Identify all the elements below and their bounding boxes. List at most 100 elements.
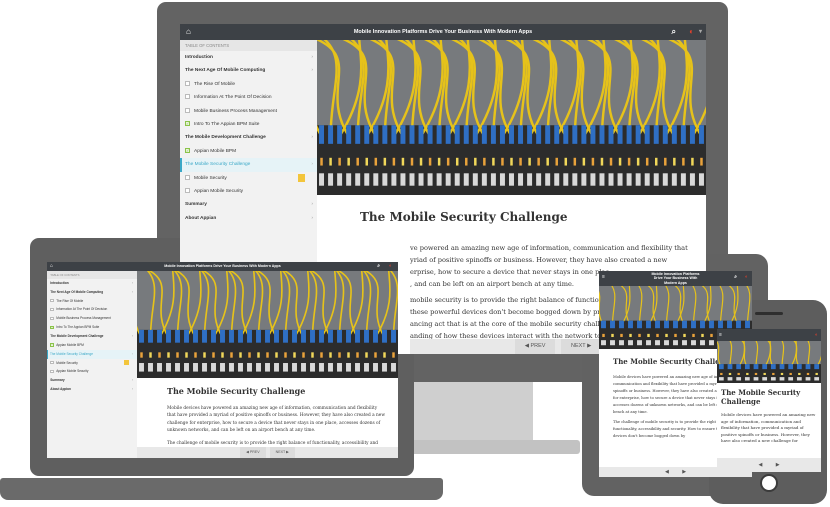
toc-item[interactable]: Appian Mobile Security (180, 185, 317, 198)
pager-bar: ◀ ▶ (717, 458, 821, 472)
pager-bar: ◀ ▶ (599, 467, 752, 477)
toc-item-label: The Rise Of Mobile (56, 298, 84, 303)
app-title: Mobile Innovation Platforms Drive Your B… (353, 29, 533, 35)
status-badge-icon[interactable]: ◐ (744, 274, 748, 280)
toc-item[interactable]: The Rise Of Mobile (180, 78, 317, 91)
bookmark-flag-icon[interactable] (124, 359, 130, 366)
toc-item[interactable]: Mobile Business Process Management (180, 105, 317, 118)
app-title-line-1: Mobile Innovation Platforms (651, 272, 700, 276)
article-paragraph-1: ve powered an amazing new age of informa… (410, 244, 688, 288)
checkbox-icon (185, 81, 190, 87)
toc-item-label: About Appian (185, 215, 217, 221)
bookmark-flag-icon[interactable] (298, 173, 305, 182)
prev-button[interactable]: ◀ (758, 462, 763, 468)
toc-item-label: Appian Mobile BPM (56, 342, 84, 347)
toc-item[interactable]: About Appian› (180, 212, 317, 225)
search-icon[interactable]: ⌕ (377, 263, 380, 269)
toc-item[interactable]: The Mobile Security Challenge › (180, 158, 317, 172)
toc-item-label: Appian Mobile Security (56, 369, 89, 374)
toc-item[interactable]: Mobile Business Process Management (47, 314, 137, 323)
next-button[interactable]: ▶ (775, 462, 780, 468)
tablet-screen: ≡ Mobile Innovation Platforms Drive Your… (599, 271, 752, 477)
prev-button[interactable]: ◀ (664, 469, 669, 475)
status-badge-icon[interactable]: ◐ (388, 263, 392, 269)
toc-item[interactable]: The Mobile Security Challenge› (47, 349, 137, 359)
home-icon[interactable]: ⌂ (50, 263, 54, 269)
toc-item[interactable]: The Mobile Development Challenge › (47, 332, 137, 341)
article: The Mobile Security Challenge Mobile dev… (167, 386, 387, 447)
toc-item[interactable]: The Rise Of Mobile (47, 297, 137, 306)
network-cables-image (717, 341, 821, 383)
toc-item-label: The Mobile Development Challenge (50, 334, 104, 338)
toc-item[interactable]: Mobile Security (47, 359, 137, 368)
chevron-right-icon: › (311, 202, 313, 208)
toc-item-label: The Mobile Development Challenge (185, 135, 266, 141)
toc-item[interactable]: Information At The Point Of Decision (47, 305, 137, 314)
app-topbar: ≡ ◐ (717, 329, 821, 341)
hero-image (317, 40, 706, 195)
toc-item[interactable]: Introduction › (47, 279, 137, 288)
laptop-base (0, 478, 443, 500)
toc-item[interactable]: ✓ Appian Mobile BPM (180, 145, 317, 158)
toc-item[interactable]: The Next Age Of Mobile Computing› (180, 64, 317, 77)
network-cables-image (599, 286, 752, 349)
home-icon[interactable]: ⌂ (186, 27, 191, 36)
chevron-right-icon: › (131, 378, 133, 383)
search-icon[interactable]: ⌕ (734, 274, 737, 280)
search-icon[interactable]: ⌕ (671, 27, 676, 36)
checkbox-checked-icon: ✓ (185, 147, 190, 153)
toc-item-label: Introduction (50, 280, 69, 285)
toc-item[interactable]: Mobile Security (180, 172, 317, 185)
next-button[interactable]: NEXT ▶ (560, 339, 602, 354)
article-paragraph-2: The challenge of mobile security is to p… (167, 440, 379, 446)
app-title-line-3: Modern Apps (664, 280, 687, 285)
checkbox-icon (50, 307, 54, 312)
next-button[interactable]: NEXT ▶ (269, 447, 295, 458)
chevron-right-icon: › (131, 280, 133, 285)
phone-screen: ≡ ◐ The Mobile Security Challenge Mobile… (717, 329, 821, 472)
toc-item-label: The Mobile Security Challenge (185, 162, 251, 168)
toc-item[interactable]: The Mobile Development Challenge › (180, 131, 317, 144)
status-badge-icon[interactable]: ◐ (689, 27, 694, 36)
checkbox-checked-icon: ✓ (185, 121, 190, 127)
toc-item[interactable]: The Next Age Of Mobile Computing› (47, 288, 137, 297)
app-topbar: ⌂ Mobile Innovation Platforms Drive Your… (180, 24, 706, 40)
pager-bar: ◀ PREV NEXT ▶ (137, 447, 398, 458)
hamburger-menu-icon[interactable]: ≡ (602, 274, 605, 280)
chevron-right-icon: › (311, 162, 313, 168)
chevron-right-icon: ▶ (285, 450, 289, 454)
next-button[interactable]: ▶ (682, 469, 687, 475)
article: The Mobile Security Challenge Mobile dev… (613, 357, 746, 440)
prev-button[interactable]: ◀ PREV (240, 447, 266, 458)
toc-item[interactable]: ✓Intro To The Appian BPM Suite (180, 118, 317, 131)
chevron-right-icon: › (311, 135, 313, 141)
toc-item[interactable]: ✓Intro To The Appian BPM Suite (47, 323, 137, 332)
toc-item-label: Information At The Point Of Decision (56, 307, 108, 312)
prev-label: PREV (249, 450, 260, 454)
chevron-right-icon: › (131, 289, 133, 294)
toc-item-label: Appian Mobile BPM (194, 148, 237, 154)
toc-item[interactable]: Introduction› (180, 51, 317, 64)
chevron-right-icon: › (131, 351, 133, 356)
toc-item-label: Mobile Business Process Management (56, 316, 111, 321)
toc-header: TABLE OF CONTENTS (47, 271, 137, 279)
chevron-down-icon[interactable]: ▾ (698, 29, 702, 35)
phone-home-button[interactable] (760, 474, 778, 492)
toc-item[interactable]: Appian Mobile Security (47, 367, 137, 376)
toc-item[interactable]: ✓Appian Mobile BPM (47, 341, 137, 350)
prev-button[interactable]: ◀ PREV (514, 339, 556, 354)
status-badge-icon[interactable]: ◐ (814, 332, 818, 338)
chevron-right-icon: › (131, 334, 133, 338)
toc-item[interactable]: Summary› (47, 376, 137, 385)
article-title: The Mobile Security Challenge (613, 357, 735, 366)
toc-item[interactable]: Summary› (180, 198, 317, 211)
app-title-line-2: Drive Your Business With (653, 276, 698, 281)
toc-item-label: Mobile Business Process Management (194, 108, 277, 114)
next-label: NEXT (570, 343, 586, 349)
toc-item-label: Information At The Point Of Decision (194, 95, 272, 101)
toc-item[interactable]: About Appian› (47, 385, 137, 394)
hamburger-menu-icon[interactable]: ≡ (719, 332, 722, 338)
checkbox-checked-icon: ✓ (50, 325, 54, 329)
toc-item[interactable]: Information At The Point Of Decision (180, 91, 317, 104)
checkbox-icon (185, 174, 190, 180)
